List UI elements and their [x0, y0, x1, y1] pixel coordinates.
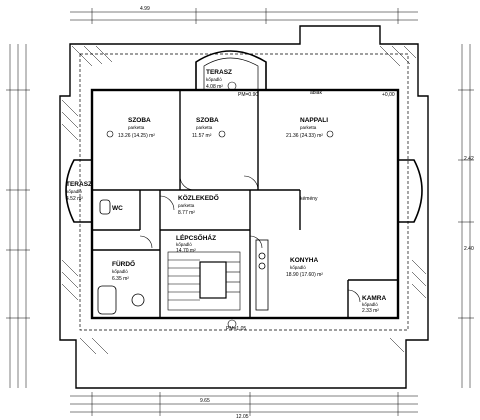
terasz-top-area: 4.08 m² [206, 84, 223, 90]
wc-name: WC [112, 205, 123, 212]
staircase [167, 251, 241, 311]
chimney-note: kémény [300, 196, 318, 202]
top-total-dim: 4.99 [140, 6, 150, 12]
right-dim-b: 2.40 [464, 246, 474, 252]
konyha-floor: kőpadló [290, 265, 306, 270]
dimension-ticks [6, 8, 474, 416]
nappali-name: NAPPALI [300, 117, 328, 124]
konyha-area: 18.90 (17.60) m² [286, 272, 323, 278]
top-bay-inner [203, 57, 259, 90]
bottom-total-dim: 12.05 [236, 414, 249, 420]
door-swings [139, 175, 361, 303]
terasz-top-floor: kőpadló [206, 77, 222, 82]
bath-fixtures [97, 199, 145, 315]
right-dim-a: 2.42 [464, 156, 474, 162]
room-labels: TERASZ kőpadló 4.08 m² SZOBA parketta 13… [66, 69, 386, 314]
furdo-floor: kőpadló [112, 269, 128, 274]
annotation-labels: PM=0.90 PM=1.05 4.99 9.65 12.05 +0,00 2.… [140, 6, 474, 420]
lepcsohaz-floor: kőpadló [176, 242, 192, 247]
furdo-name: FÜRDŐ [112, 259, 135, 268]
side-level-label: +0,00 [382, 92, 395, 98]
left-bay [65, 159, 92, 223]
kozlekedo-area: 8.77 m² [178, 210, 195, 216]
szoba-mid-floor: parketta [196, 125, 213, 130]
dimension-lines [9, 11, 471, 413]
terasz-left-name: TERASZ [66, 181, 92, 188]
pm-top-label: PM=0.90 [238, 92, 258, 98]
top-bay-window [195, 50, 267, 90]
kozlekedo-floor: parketta [178, 203, 195, 208]
kitchen-counter [255, 239, 269, 311]
kamra-area: 2.33 m² [362, 308, 379, 314]
terasz-left-area: 4.52 m² [66, 196, 83, 202]
kamra-floor: kőpadló [362, 302, 378, 307]
szoba-mid-area: 11.57 m² [192, 133, 212, 139]
lepcsohaz-name: LÉPCSŐHÁZ [176, 233, 216, 242]
level-markers [106, 81, 334, 329]
szoba-left-floor: parketta [128, 125, 145, 130]
right-bay [398, 159, 423, 223]
furdo-area: 6.35 m² [112, 276, 129, 282]
kamra-name: KAMRA [362, 295, 386, 302]
konyha-name: KONYHA [290, 257, 318, 264]
szoba-left-area: 13.26 (14.25) m² [118, 133, 155, 139]
terasz-top-name: TERASZ [206, 69, 232, 76]
interior-walls [92, 90, 398, 318]
pm-bottom-label: PM=1.05 [226, 326, 246, 332]
kozlekedo-name: KÖZLEKEDŐ [178, 193, 219, 202]
lepcsohaz-area: 14.70 m² [176, 248, 196, 254]
roof-hatch [61, 45, 427, 355]
nappali-area: 21.36 (24.33) m² [286, 133, 323, 139]
window-note: ablak [310, 90, 322, 96]
szoba-left-name: SZOBA [128, 117, 151, 124]
szoba-mid-name: SZOBA [196, 117, 219, 124]
roof-outline [59, 25, 429, 389]
bottom-mid-dim: 9.65 [200, 398, 210, 404]
exterior-walls [90, 88, 400, 320]
nappali-floor: parketta [300, 125, 317, 130]
terasz-left-floor: kőpadló [66, 189, 82, 194]
